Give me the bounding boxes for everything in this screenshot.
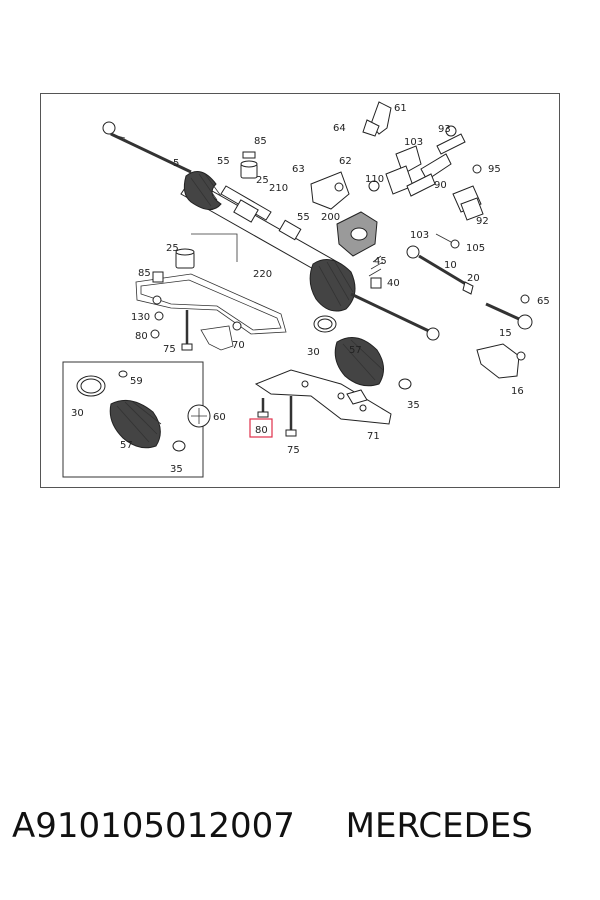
label: 40 bbox=[387, 278, 400, 289]
label: 5 bbox=[173, 158, 179, 169]
diagram-frame: 61 64 85 103 93 5 55 25 63 62 110 90 95 … bbox=[40, 93, 560, 488]
leader-bracket bbox=[191, 233, 238, 262]
bolt-130 bbox=[150, 311, 164, 339]
label: 75 bbox=[163, 344, 176, 355]
universal-joint-lower bbox=[452, 164, 484, 221]
label: 85 bbox=[254, 136, 267, 147]
label: 220 bbox=[253, 269, 272, 280]
clip-59 bbox=[118, 370, 128, 378]
label: 30 bbox=[307, 347, 320, 358]
label: 103 bbox=[410, 230, 429, 241]
label: 57 bbox=[120, 440, 133, 451]
label: 55 bbox=[297, 212, 310, 223]
label: 20 bbox=[467, 273, 480, 284]
tie-rod-end-right bbox=[426, 327, 440, 341]
label: 15 bbox=[499, 328, 512, 339]
rack-boot-kit bbox=[109, 399, 162, 449]
rack-boot-upper bbox=[183, 171, 222, 210]
label: 80 bbox=[255, 425, 268, 436]
parts-diagram: 61 64 85 103 93 5 55 25 63 62 110 90 95 … bbox=[62, 101, 550, 478]
label: 35 bbox=[407, 400, 420, 411]
knuckle-arm bbox=[476, 343, 526, 379]
caption: A910105012007 MERCEDES bbox=[12, 806, 592, 856]
bracket-70 bbox=[200, 325, 234, 351]
pinion-housing bbox=[310, 171, 350, 210]
valve-body bbox=[336, 211, 378, 257]
label: 25 bbox=[256, 175, 269, 186]
label: 35 bbox=[170, 464, 183, 475]
bushing-lower bbox=[175, 248, 195, 269]
tie-rod-end-left bbox=[102, 121, 192, 174]
label: 105 bbox=[466, 243, 485, 254]
label: 80 bbox=[135, 331, 148, 342]
universal-joint-upper bbox=[368, 145, 422, 195]
label: 70 bbox=[232, 340, 245, 351]
nut-40 bbox=[370, 277, 382, 289]
label: 61 bbox=[394, 103, 407, 114]
label: 16 bbox=[511, 386, 524, 397]
crossmember-71 bbox=[254, 369, 392, 425]
label: 210 bbox=[269, 183, 288, 194]
clamp-35-kit bbox=[172, 440, 186, 452]
brand-name: MERCEDES bbox=[345, 806, 533, 846]
nut-85-left bbox=[152, 271, 164, 283]
label: 130 bbox=[131, 312, 150, 323]
label: 75 bbox=[287, 445, 300, 456]
label: 30 bbox=[71, 408, 84, 419]
rack-boot-middle bbox=[309, 259, 356, 312]
label: 110 bbox=[365, 174, 384, 185]
label: 95 bbox=[488, 164, 501, 175]
bolt-75 bbox=[285, 396, 297, 437]
bolt-105 bbox=[435, 233, 460, 249]
label: 60 bbox=[213, 412, 226, 423]
label: 62 bbox=[339, 156, 352, 167]
label: 90 bbox=[434, 180, 447, 191]
label: 55 bbox=[217, 156, 230, 167]
label: 92 bbox=[476, 216, 489, 227]
label: 63 bbox=[292, 164, 305, 175]
outer-tie-rod-end bbox=[485, 294, 533, 330]
bushing-upper bbox=[240, 151, 258, 179]
bolt-75-left bbox=[181, 310, 193, 351]
inner-tie-rod bbox=[406, 245, 474, 295]
highlight-box-80 bbox=[249, 418, 273, 438]
subframe-bracket bbox=[135, 273, 287, 335]
label: 10 bbox=[444, 260, 457, 271]
bolt-80 bbox=[257, 398, 269, 418]
label: 59 bbox=[130, 376, 143, 387]
label: 65 bbox=[537, 296, 550, 307]
label: 93 bbox=[438, 124, 451, 135]
label: 200 bbox=[321, 212, 340, 223]
label: 103 bbox=[404, 137, 423, 148]
label: 45 bbox=[374, 256, 387, 267]
sensor-bracket bbox=[362, 101, 392, 137]
hose-clamp-30 bbox=[76, 375, 106, 397]
label: 85 bbox=[138, 268, 151, 279]
label: 57 bbox=[349, 345, 362, 356]
wrench-60 bbox=[187, 404, 211, 428]
clamp-35-middle bbox=[398, 378, 412, 390]
label: 25 bbox=[166, 243, 179, 254]
spring-clip-45 bbox=[368, 255, 384, 277]
boot-57-middle bbox=[334, 337, 384, 387]
callout-labels: 61 64 85 103 93 5 55 25 63 62 110 90 95 … bbox=[71, 103, 550, 475]
label: 64 bbox=[333, 123, 346, 134]
label: 71 bbox=[367, 431, 380, 442]
part-number: A910105012007 bbox=[12, 806, 295, 846]
steering-shaft bbox=[406, 125, 466, 197]
clamp-30-middle bbox=[313, 315, 337, 333]
